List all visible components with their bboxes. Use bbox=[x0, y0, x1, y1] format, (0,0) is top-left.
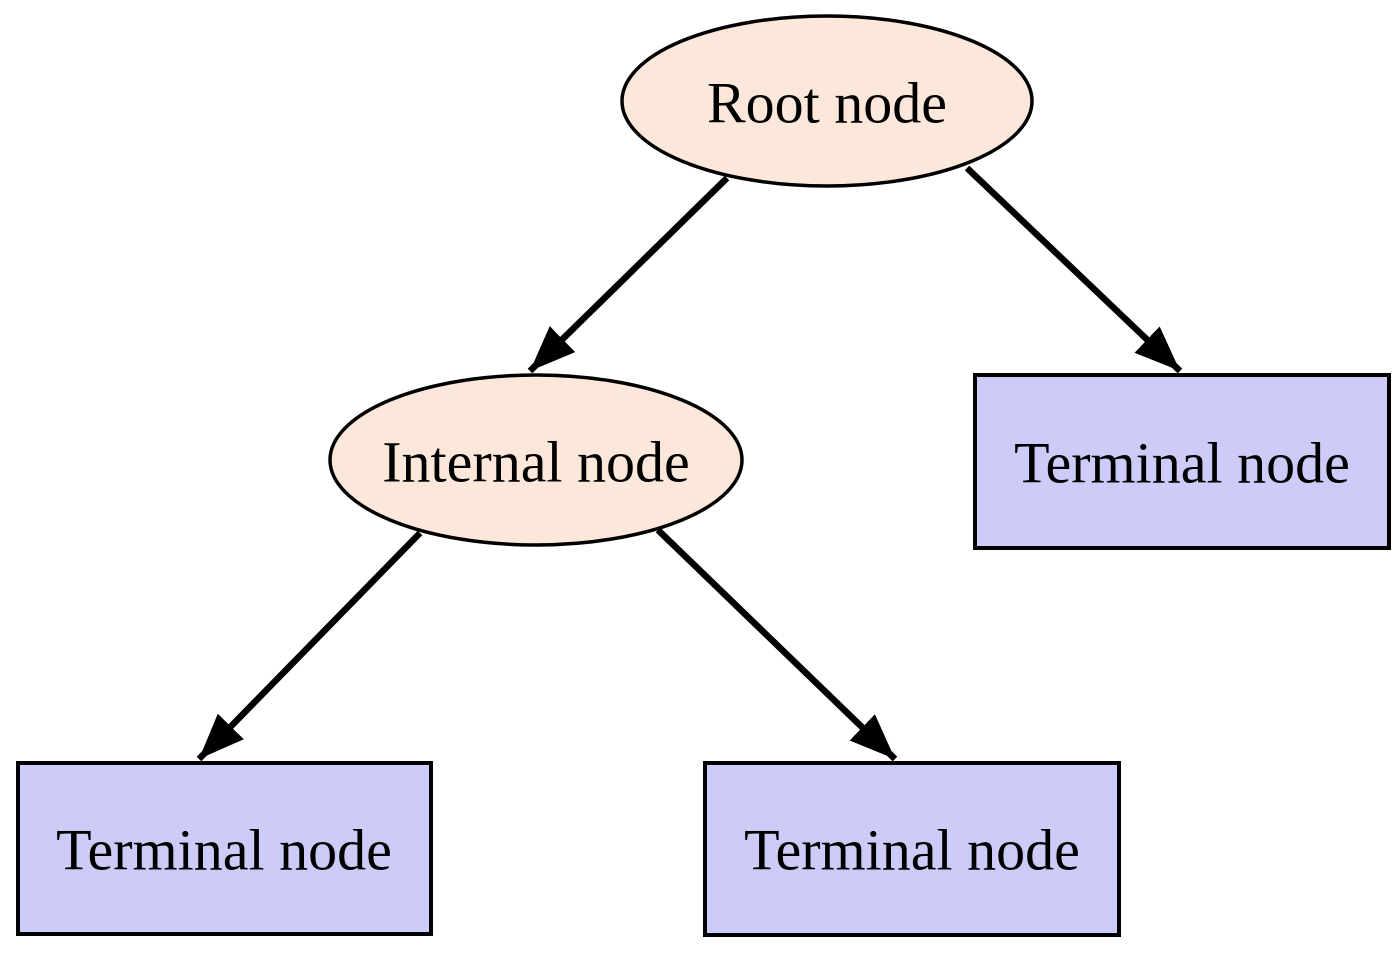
root-node-ellipse bbox=[620, 14, 1034, 188]
edge-root-to-internal bbox=[527, 175, 730, 374]
terminal-node-center: Terminal node bbox=[703, 761, 1121, 937]
terminal-node-center-rect bbox=[703, 761, 1121, 937]
terminal-node-right-label: Terminal node bbox=[1014, 431, 1350, 496]
terminal-node-center-label: Terminal node bbox=[744, 818, 1080, 883]
terminal-node-left: Terminal node bbox=[16, 761, 433, 936]
edges bbox=[196, 165, 1183, 762]
root-node: Root node bbox=[620, 14, 1034, 188]
edge-internal-to-terminal-center bbox=[655, 527, 898, 762]
terminal-node-left-label: Terminal node bbox=[56, 818, 392, 883]
internal-node-label: Internal node bbox=[382, 430, 690, 495]
edge-root-to-terminal-right bbox=[964, 165, 1183, 374]
terminal-node-right-rect bbox=[973, 373, 1391, 550]
internal-node-ellipse bbox=[328, 373, 744, 547]
terminal-node-right: Terminal node bbox=[973, 373, 1391, 550]
internal-node: Internal node bbox=[328, 373, 744, 547]
root-node-label: Root node bbox=[707, 71, 947, 136]
terminal-node-left-rect bbox=[16, 761, 433, 936]
edge-internal-to-terminal-left bbox=[196, 530, 423, 762]
